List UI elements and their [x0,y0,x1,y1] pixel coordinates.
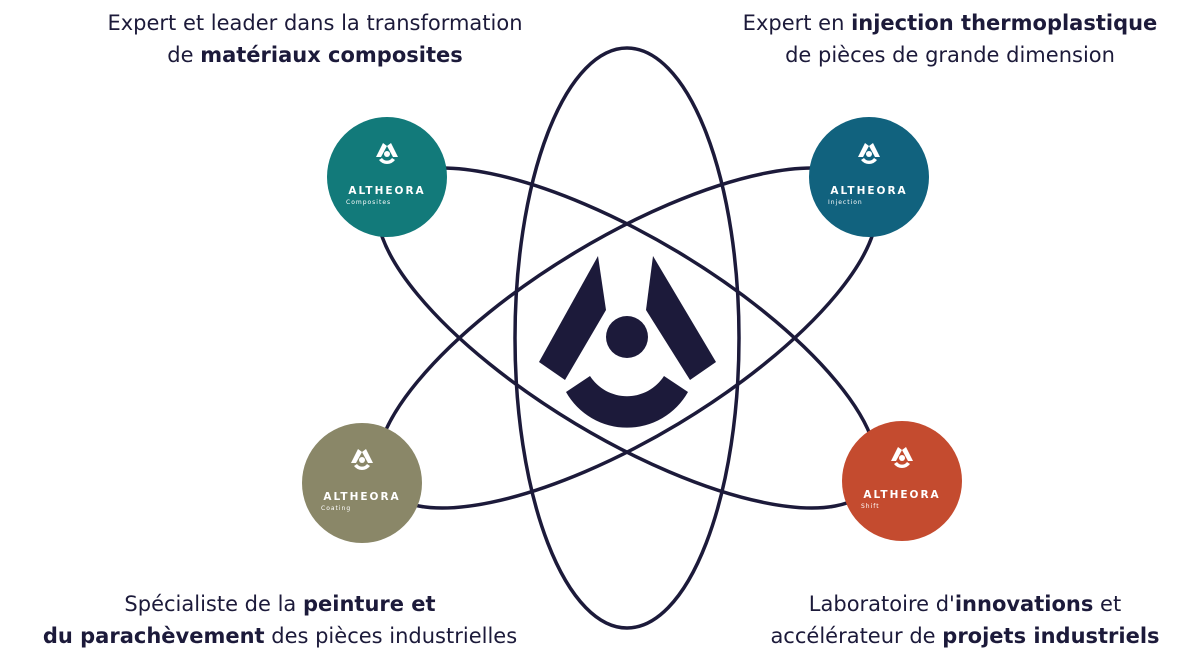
badge-shift-sub: Shift [861,503,880,510]
caption-shift-line1: Laboratoire d'innovations et [745,588,1185,620]
badge-shift-circle [842,421,962,541]
caption-injection: Expert en injection thermoplastique de p… [725,7,1175,71]
caption-coating-line1-pre: Spécialiste de la [124,592,303,616]
caption-shift-line2-pre: accélérateur de [770,624,943,648]
caption-shift: Laboratoire d'innovations et accélérateu… [745,588,1185,652]
caption-shift-line1-pre: Laboratoire d' [808,592,955,616]
caption-coating: Spécialiste de la peinture et du parachè… [15,588,545,652]
badge-injection: ALTHEORA Injection [809,117,929,237]
caption-coating-line2-post: des pièces industrielles [264,624,518,648]
badge-injection-sub: Injection [828,199,863,206]
caption-shift-line1-bold: innovations [954,592,1094,616]
badge-shift: ALTHEORA Shift [842,421,962,541]
caption-coating-line2-bold: du parachèvement [42,624,265,648]
badge-coating-sub: Coating [321,505,351,512]
badge-composites: ALTHEORA Composites [327,117,447,237]
badge-injection-circle [809,117,929,237]
caption-composites-line1: Expert et leader dans la transformation [107,11,523,35]
badge-coating-circle [302,423,422,543]
caption-coating-line1-bold: peinture et [302,592,436,616]
badge-composites-sub: Composites [346,199,391,206]
caption-injection-line1-bold: injection thermoplastique [851,11,1158,35]
orbit-vertical [513,46,741,630]
caption-injection-line1-pre: Expert en [742,11,852,35]
caption-injection-line2: de pièces de grande dimension [785,43,1115,67]
caption-shift-line2-bold: projets industriels [942,624,1160,648]
badge-composites-circle [327,117,447,237]
caption-composites-line2-pre: de [167,43,201,67]
caption-composites-line2-bold: matériaux composites [200,43,463,67]
caption-coating-line2: du parachèvement des pièces industrielle… [15,620,545,652]
caption-composites: Expert et leader dans la transformation … [90,7,540,71]
badge-coating: ALTHEORA Coating [302,423,422,543]
badge-injection-brand: ALTHEORA [830,185,907,197]
caption-shift-line2: accélérateur de projets industriels [745,620,1185,652]
badge-composites-brand: ALTHEORA [348,185,425,197]
altheora-logo-mark [539,256,716,428]
caption-injection-line1: Expert en injection thermoplastique [725,7,1175,39]
badge-shift-brand: ALTHEORA [863,489,940,501]
caption-composites-line2: de matériaux composites [90,39,540,71]
caption-shift-line1-post: et [1093,592,1122,616]
caption-coating-line1: Spécialiste de la peinture et [15,588,545,620]
badge-coating-brand: ALTHEORA [323,491,400,503]
